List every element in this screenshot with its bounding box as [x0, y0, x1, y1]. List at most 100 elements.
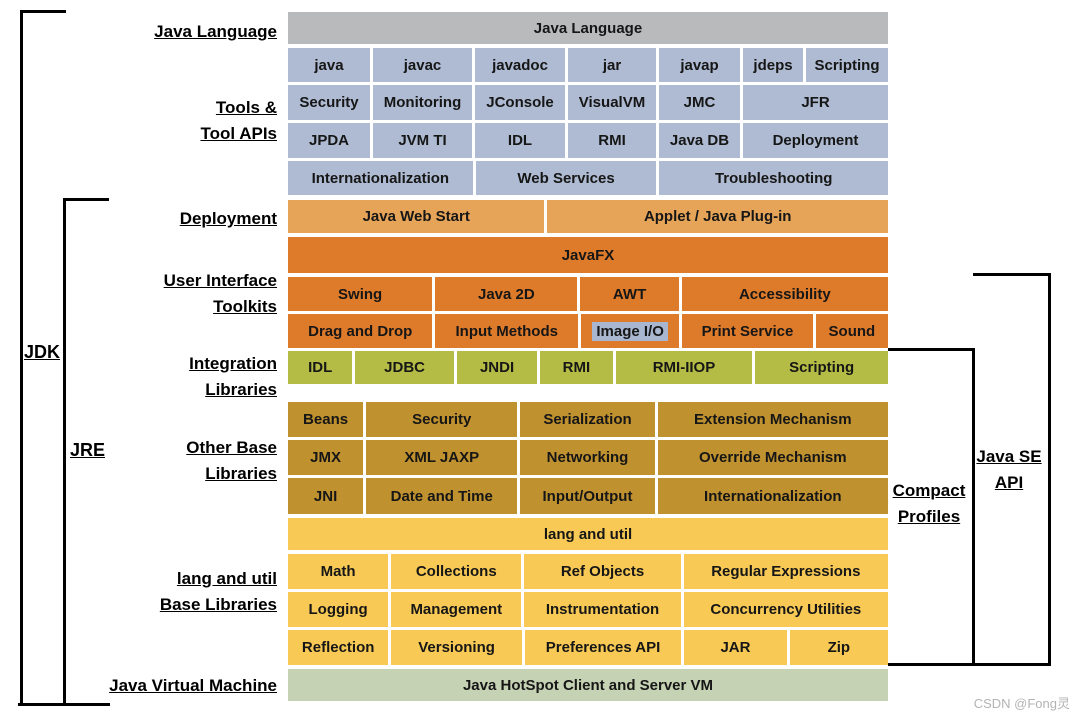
- row-java-language-header: Java Language: [288, 12, 888, 44]
- box-serialization: Serialization: [520, 402, 655, 437]
- box-beans: Beans: [288, 402, 364, 437]
- box-internationalization: Internationalization: [657, 478, 888, 514]
- box-jndi: JNDI: [456, 351, 538, 384]
- box-security: Security: [288, 85, 370, 120]
- box-java-2d: Java 2D: [435, 277, 578, 311]
- compact-profiles-bracket: [888, 348, 975, 666]
- box-java-hotspot-client-and-server-vm: Java HotSpot Client and Server VM: [288, 669, 888, 701]
- box-jvm-ti: JVM TI: [373, 123, 472, 158]
- box-management: Management: [391, 592, 522, 627]
- box-ref-objects: Ref Objects: [524, 554, 681, 589]
- box-jar: jar: [568, 48, 656, 82]
- box-swing: Swing: [288, 277, 433, 311]
- box-print-service: Print Service: [682, 314, 813, 348]
- box-visualvm: VisualVM: [568, 85, 656, 120]
- box-collections: Collections: [391, 554, 522, 589]
- box-scripting: Scripting: [755, 351, 888, 384]
- box-networking: Networking: [520, 440, 655, 475]
- box-rmi: RMI: [540, 351, 613, 384]
- box-web-services: Web Services: [475, 161, 657, 195]
- box-lang-and-util: lang and util: [288, 518, 888, 550]
- row-lang-util-bar: lang and util: [288, 518, 888, 550]
- java-se-api-bracket: [973, 273, 1051, 666]
- box-jfr: JFR: [743, 85, 888, 120]
- box-security: Security: [366, 402, 518, 437]
- label-tools-and-tool-apis: Tools &Tool APIs: [200, 98, 278, 143]
- box-image-i-o: Image I/O: [580, 314, 680, 348]
- watermark: CSDN @Fong灵: [973, 696, 1070, 711]
- box-javafx: JavaFX: [288, 237, 888, 273]
- box-input-methods: Input Methods: [435, 314, 578, 348]
- box-javac: javac: [373, 48, 472, 82]
- box-date-and-time: Date and Time: [366, 478, 518, 514]
- box-jmx: JMX: [288, 440, 364, 475]
- jdk-bracket: [20, 10, 66, 706]
- box-applet-java-plug-in: Applet / Java Plug-in: [547, 200, 888, 233]
- label-java-language: Java Language: [154, 22, 277, 41]
- box-jconsole: JConsole: [475, 85, 565, 120]
- left-bracket-bottom-line: [18, 703, 110, 706]
- box-jpda: JPDA: [288, 123, 370, 158]
- box-math: Math: [288, 554, 389, 589]
- box-jdeps: jdeps: [743, 48, 803, 82]
- box-deployment: Deployment: [743, 123, 888, 158]
- box-scripting: Scripting: [806, 48, 888, 82]
- box-accessibility: Accessibility: [681, 277, 888, 311]
- box-logging: Logging: [288, 592, 389, 627]
- box-override-mechanism: Override Mechanism: [657, 440, 888, 475]
- box-regular-expressions: Regular Expressions: [683, 554, 888, 589]
- box-rmi-iiop: RMI-IIOP: [615, 351, 753, 384]
- label-java-virtual-machine: Java Virtual Machine: [109, 676, 277, 695]
- row-javafx-row: JavaFX: [288, 237, 888, 273]
- box-preferences-api: Preferences API: [524, 630, 682, 665]
- box-internationalization: Internationalization: [288, 161, 473, 195]
- box-idl: IDL: [475, 123, 565, 158]
- jdk-label: JDK: [24, 342, 61, 362]
- box-xml-jaxp: XML JAXP: [366, 440, 518, 475]
- highlighted-text: Image I/O: [592, 321, 668, 341]
- box-awt: AWT: [580, 277, 679, 311]
- box-drag-and-drop: Drag and Drop: [288, 314, 433, 348]
- box-java: java: [288, 48, 370, 82]
- box-java-web-start: Java Web Start: [288, 200, 545, 233]
- box-reflection: Reflection: [288, 630, 389, 665]
- box-idl: IDL: [288, 351, 353, 384]
- box-jmc: JMC: [659, 85, 740, 120]
- box-versioning: Versioning: [391, 630, 522, 665]
- box-java-db: Java DB: [659, 123, 740, 158]
- jre-bracket: [63, 198, 109, 706]
- box-concurrency-utilities: Concurrency Utilities: [683, 592, 888, 627]
- jre-label: JRE: [70, 440, 106, 460]
- box-monitoring: Monitoring: [373, 85, 472, 120]
- box-javadoc: javadoc: [475, 48, 565, 82]
- box-sound: Sound: [815, 314, 888, 348]
- box-jar: JAR: [684, 630, 787, 665]
- box-instrumentation: Instrumentation: [524, 592, 681, 627]
- box-zip: Zip: [789, 630, 888, 665]
- box-java-language: Java Language: [288, 12, 888, 44]
- box-troubleshooting: Troubleshooting: [659, 161, 888, 195]
- box-input-output: Input/Output: [520, 478, 655, 514]
